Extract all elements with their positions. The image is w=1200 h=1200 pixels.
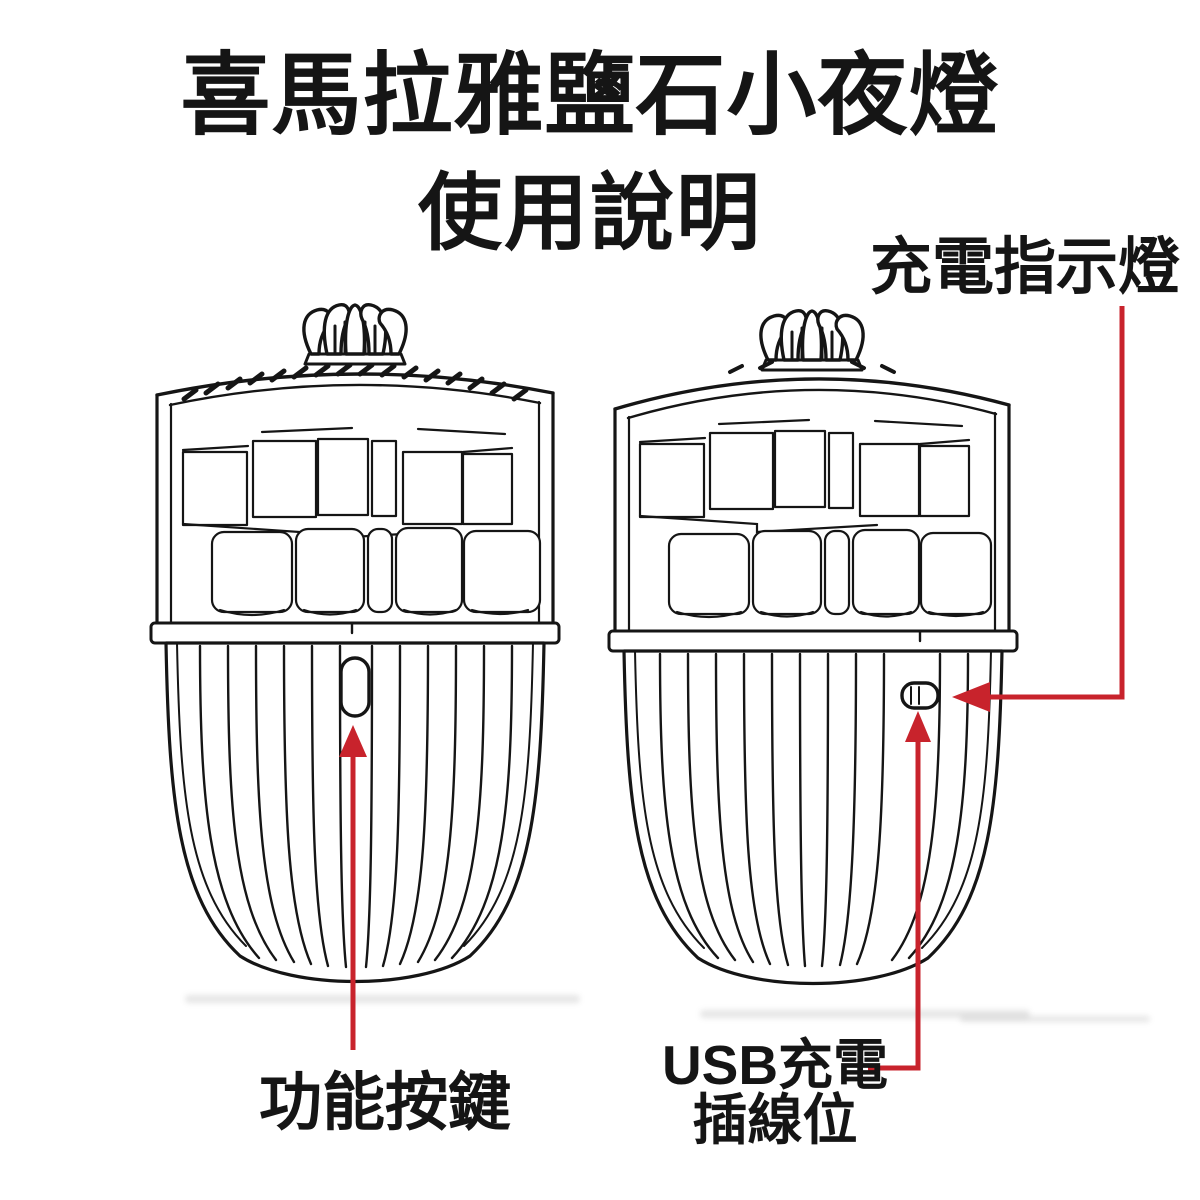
salt-rock-cubes: [181, 426, 542, 617]
page-title-line2: 使用說明: [417, 166, 762, 260]
vent-dome: [155, 362, 555, 407]
charge-indicator-arrow: [952, 306, 1125, 712]
upper-body: [613, 403, 1011, 633]
usb-port-label: USB充電 插線位: [640, 1038, 910, 1148]
page-title-line1: 喜馬拉雅鹽石小夜燈: [180, 46, 1000, 146]
charge-indicator-label: 充電指示燈: [869, 233, 1180, 302]
crown-knob-icon: [302, 303, 408, 366]
separator-band: [149, 621, 561, 645]
salt-rock-cubes: [638, 418, 993, 619]
scan-shadows: [185, 995, 1150, 1022]
ribbed-base: [622, 649, 1004, 986]
usb-port: [900, 681, 940, 710]
usb-port-label-line2: 插線位: [692, 1089, 858, 1151]
function-button-arrow: [339, 725, 367, 1050]
separator-band: [607, 629, 1019, 653]
usb-port-arrow: [868, 711, 931, 1071]
usb-port-label-line1: USB充電: [661, 1034, 889, 1096]
dome-lid: [613, 360, 1011, 420]
function-button-label: 功能按鍵: [259, 1068, 511, 1138]
device-side-view-illustration: [607, 309, 1019, 986]
function-button: [339, 656, 371, 718]
callout-arrows: [339, 306, 1125, 1071]
crown-knob-icon: [759, 309, 865, 372]
